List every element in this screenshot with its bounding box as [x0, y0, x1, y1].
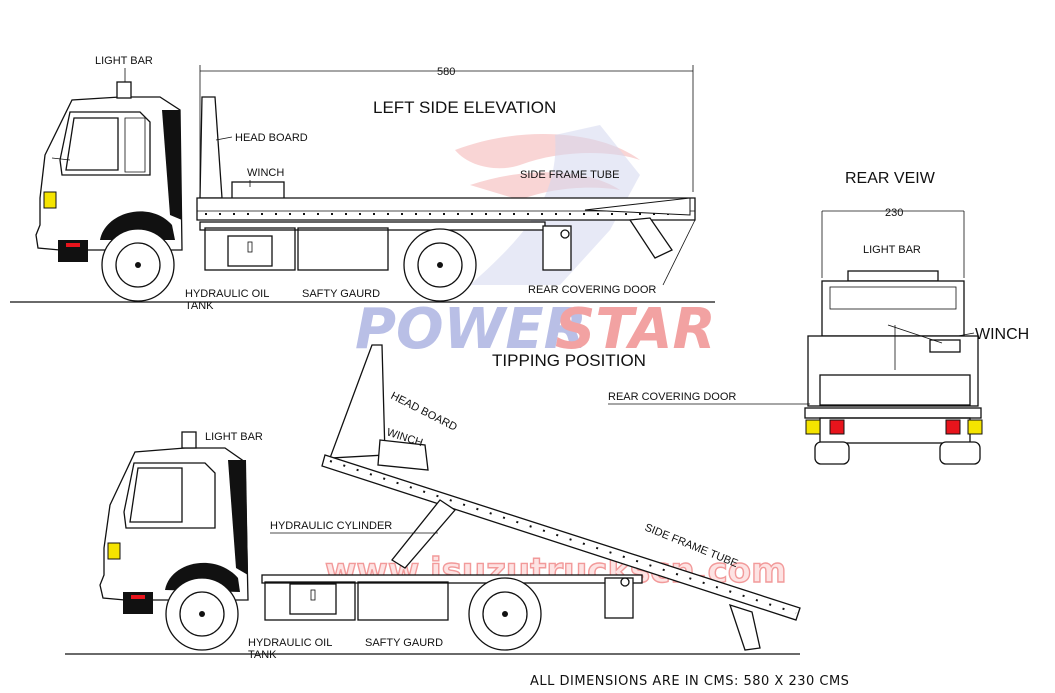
dimension-230: 230: [885, 207, 903, 219]
tipping-label-head-board: HEAD BOARD: [389, 390, 459, 434]
side-elevation: 580 LEFT SIDE ELEVATION: [10, 55, 715, 312]
tipping-front-wheel: [165, 577, 239, 651]
rear-head-board: [821, 280, 965, 337]
rear-wheel: [403, 228, 477, 302]
tipping-rear-wheel: [468, 577, 542, 651]
rear-view-title: REAR VEIW: [845, 170, 936, 187]
rear-view: REAR VEIW 230 LIGHT BAR WINCH REAR COVER…: [608, 170, 1029, 465]
label-light-bar: LIGHT BAR: [95, 55, 153, 67]
light-bar-side: [116, 81, 132, 99]
rear-winch: [929, 339, 961, 353]
dimension-580: 580: [437, 66, 455, 78]
winch: [231, 181, 285, 201]
rear-lamp-red-right: [945, 419, 961, 435]
tipping-label-safety-guard: SAFTY GAURD: [365, 637, 443, 649]
rear-light-bar: [847, 270, 939, 282]
label-hydraulic-oil: HYDRAULIC OIL: [185, 288, 269, 300]
tipping-label-hydraulic-oil: HYDRAULIC OIL: [248, 637, 332, 649]
watermark-star: STAR: [555, 297, 716, 362]
label-rear-light-bar: LIGHT BAR: [863, 244, 921, 256]
hydraulic-oil-tank: [227, 235, 273, 267]
label-tank: TANK: [185, 300, 214, 312]
tipping-title: TIPPING POSITION: [492, 351, 646, 370]
rear-covering-door: [628, 217, 673, 259]
label-head-board: HEAD BOARD: [235, 132, 308, 144]
label-winch: WINCH: [247, 167, 284, 179]
label-safety-guard: SAFTY GAURD: [302, 288, 380, 300]
footer-dimensions: ALL DIMENSIONS ARE IN CMS: 580 X 230 CMS: [530, 674, 849, 689]
tipping-side-frame-tube: [321, 454, 801, 621]
tipping-winch: [377, 439, 429, 471]
hydraulic-cylinder: [391, 499, 456, 569]
label-rear-winch: WINCH: [975, 326, 1029, 343]
tipping-hydraulic-oil-tank: [289, 583, 337, 615]
label-side-frame-tube: SIDE FRAME TUBE: [520, 169, 619, 181]
tipping-label-tank: TANK: [248, 649, 277, 661]
rear-lamp-red-left: [829, 419, 845, 435]
head-board: [199, 96, 223, 199]
tipping-label-light-bar: LIGHT BAR: [205, 431, 263, 443]
side-lamp-yellow: [43, 191, 57, 209]
label-rear-covering-door: REAR COVERING DOOR: [528, 284, 656, 296]
tipping-light-bar: [181, 431, 197, 449]
front-wheel: [101, 228, 175, 302]
rear-lamp-yellow-right: [967, 419, 983, 435]
label-rear-covering-door-rear: REAR COVERING DOOR: [608, 391, 736, 403]
tipping-label-hydraulic-cylinder: HYDRAULIC CYLINDER: [270, 520, 392, 532]
rear-lamp-yellow-left: [805, 419, 821, 435]
side-elevation-title: LEFT SIDE ELEVATION: [373, 98, 556, 117]
watermark-power: POWER: [355, 297, 587, 362]
